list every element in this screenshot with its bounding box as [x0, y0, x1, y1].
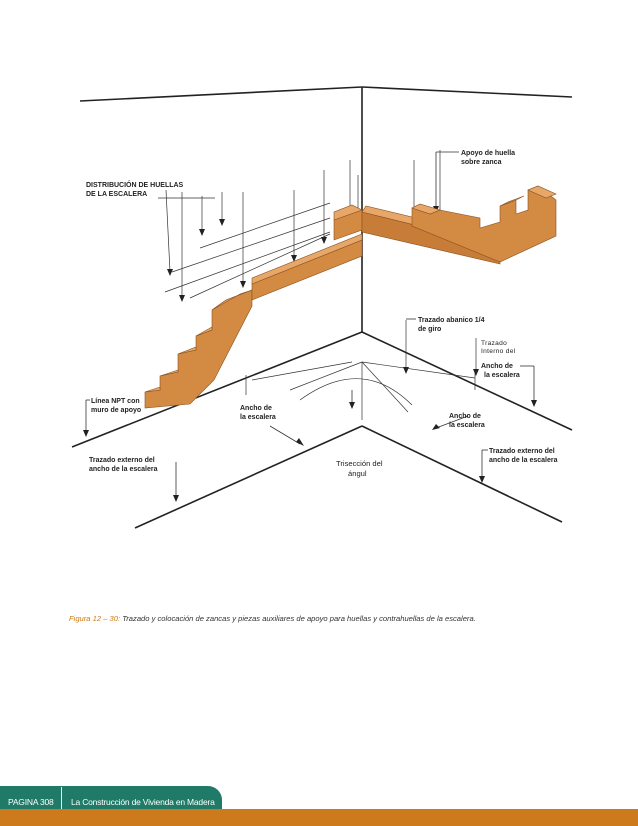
- label-externo-right-1: Trazado externo del: [489, 448, 555, 455]
- footer-page-number: PAGINA 308: [8, 797, 54, 807]
- label-npt-1: Línea NPT con: [91, 398, 140, 405]
- label-ancho-left-1: Ancho de: [240, 405, 272, 412]
- label-apoyo-1: Apoyo de huella: [461, 150, 515, 157]
- stringer-left-top-faces: [144, 386, 161, 393]
- label-triseccion-1: Trisección del: [336, 459, 383, 468]
- figure-caption: Figura 12 – 30: Trazado y colocación de …: [69, 614, 629, 623]
- stringer-left-lower: [144, 289, 253, 409]
- room-outline: [71, 86, 573, 529]
- label-ancho-right-1: Ancho de: [481, 363, 513, 370]
- label-distribucion-2: DE LA ESCALERA: [86, 191, 147, 198]
- caption-text: Trazado y colocación de zancas y piezas …: [120, 614, 476, 623]
- figure-labels: DISTRIBUCIÓN DE HUELLAS DE LA ESCALERA A…: [86, 150, 558, 478]
- outer-left-trace: [134, 425, 363, 529]
- right-wall-top-edge: [361, 86, 573, 98]
- label-abanico-2: de giro: [418, 326, 441, 333]
- label-apoyo-2: sobre zanca: [461, 159, 502, 166]
- label-ancho-mid-1: Ancho de: [449, 413, 481, 420]
- stair-stringers: [144, 185, 557, 409]
- footer-band: [0, 786, 222, 809]
- label-npt-2: muro de apoyo: [91, 407, 141, 414]
- label-externo-right-2: ancho de la escalera: [489, 457, 558, 464]
- label-distribucion-1: DISTRIBUCIÓN DE HUELLAS: [86, 180, 184, 189]
- outer-right-trace: [361, 425, 563, 523]
- label-leaders: [85, 151, 535, 497]
- stringer-middle-board: [251, 239, 363, 301]
- label-interno-2: Interno del: [481, 348, 516, 355]
- label-externo-left-2: ancho de la escalera: [89, 466, 158, 473]
- label-abanico-1: Trazado abanico 1/4: [418, 317, 485, 324]
- label-ancho-right-2: la escalera: [484, 372, 520, 379]
- arrow-heads: [83, 206, 537, 502]
- stringer-right-upper: [411, 185, 557, 263]
- label-ancho-left-2: la escalera: [240, 414, 276, 421]
- left-floor-edge: [71, 331, 363, 448]
- label-interno-1: Trazado: [481, 340, 507, 347]
- right-floor-edge: [361, 331, 573, 431]
- label-externo-left-1: Trazado externo del: [89, 457, 155, 464]
- left-wall-top-edge: [79, 86, 363, 102]
- footer-strip: [0, 809, 638, 826]
- footer-separator: [61, 787, 62, 809]
- footer-book-title: La Construcción de Vivienda en Madera: [71, 797, 215, 807]
- projection-lines: [158, 150, 477, 420]
- label-triseccion-2: ángul: [348, 469, 367, 478]
- caption-label: Figura 12 – 30:: [69, 614, 121, 623]
- label-ancho-mid-2: la escalera: [449, 422, 485, 429]
